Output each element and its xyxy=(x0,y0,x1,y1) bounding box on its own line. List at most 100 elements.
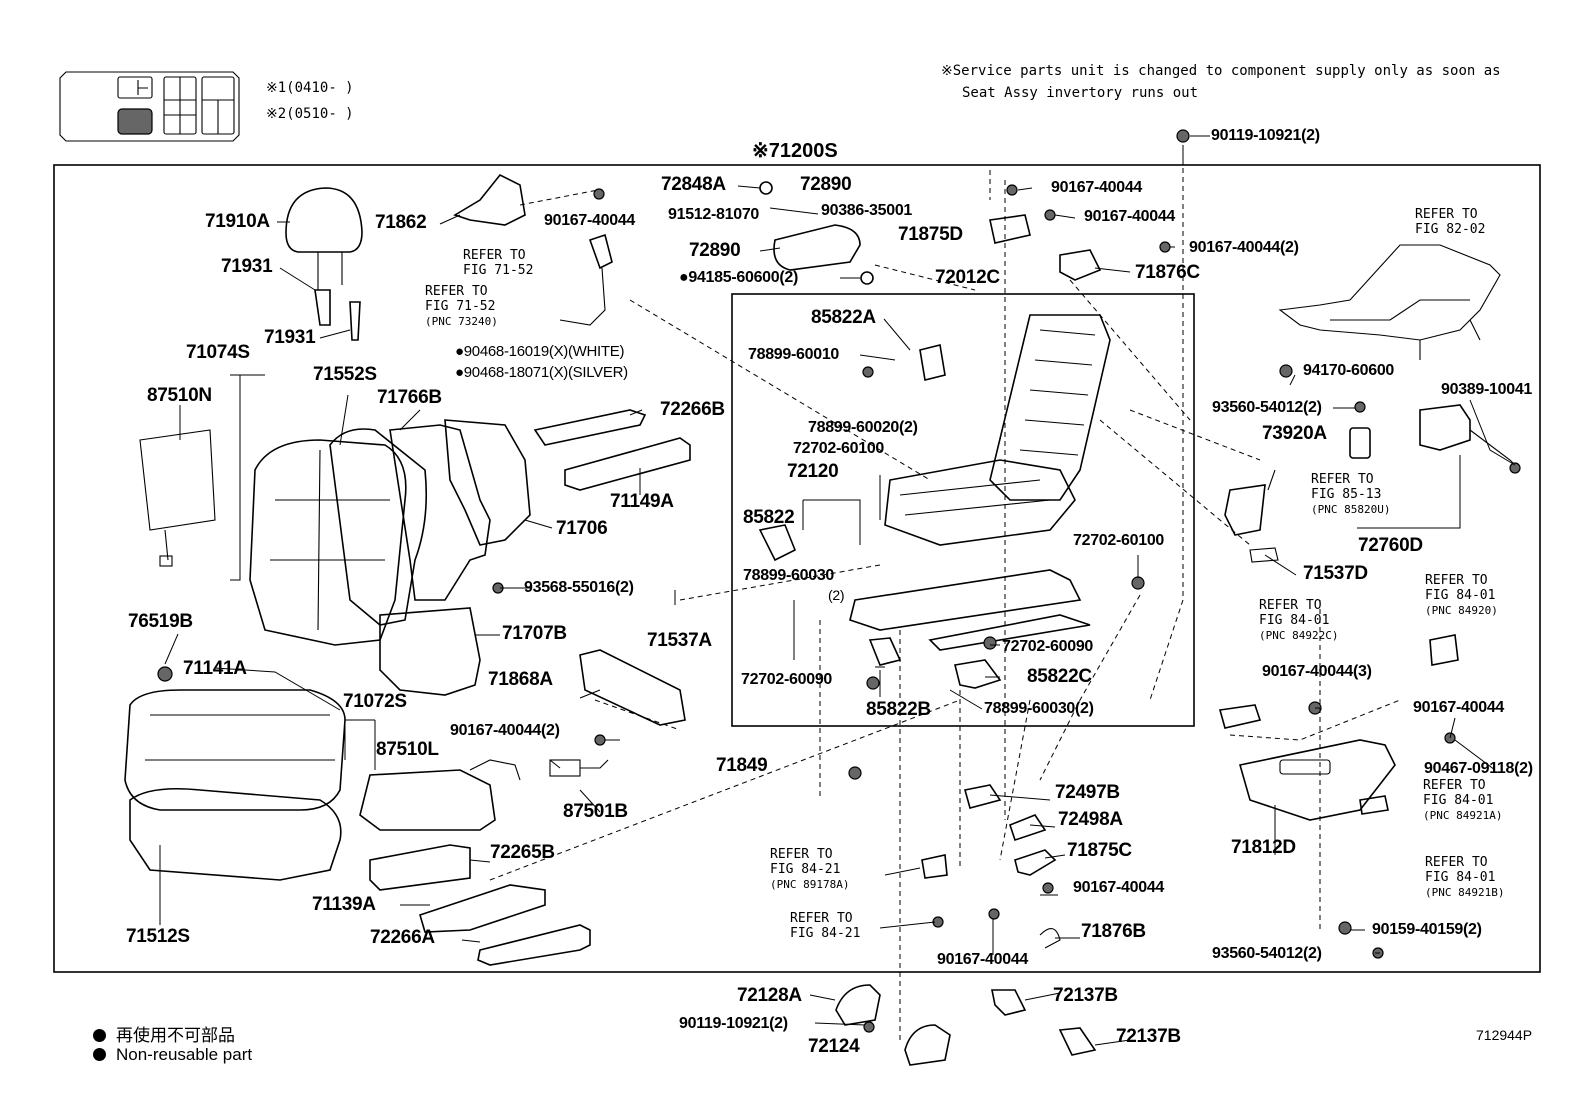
ref-head: REFER TO xyxy=(1423,778,1486,793)
part-label: 72012C xyxy=(935,267,1000,288)
part-label: 72890 xyxy=(689,240,741,261)
part-label: ●90468-16019(X)(WHITE) xyxy=(455,343,625,360)
part-label: 90167-40044(2) xyxy=(1189,239,1299,256)
part-label: 90167-40044 xyxy=(1413,699,1505,716)
part-label: 72266B xyxy=(660,399,725,420)
part-label: 90167-40044 xyxy=(544,212,636,229)
ref-fig: FIG 84-01 xyxy=(1425,870,1496,885)
part-label: 78899-60020(2) xyxy=(808,419,918,436)
variant-2-mark: ※2 xyxy=(266,106,287,122)
part-label: 90167-40044 xyxy=(937,951,1029,968)
ref-head: REFER TO xyxy=(425,284,488,299)
part-label: 71512S xyxy=(126,926,190,947)
leader-lines xyxy=(159,135,1516,1046)
part-label: 72497B xyxy=(1055,782,1120,803)
part-label: 71707B xyxy=(502,623,567,644)
part-label: 87501B xyxy=(563,801,628,822)
ref-fig: FIG 85-13 xyxy=(1311,487,1382,502)
part-label: 72702-60090 xyxy=(741,671,833,688)
part-label: 72702-60100 xyxy=(793,440,885,457)
seat-type-selector-box xyxy=(59,71,240,142)
part-label: 72265B xyxy=(490,842,555,863)
figure-reference: REFER TO FIG 84-01 (PNC 84921A) xyxy=(1423,778,1502,823)
diagram-id: 712944P xyxy=(1476,1027,1533,1043)
part-label: 71931 xyxy=(221,256,273,277)
part-label: 90167-40044(2) xyxy=(450,722,560,739)
ref-head: REFER TO xyxy=(1425,573,1488,588)
part-label: 71074S xyxy=(186,342,250,363)
part-label: 94170-60600 xyxy=(1303,362,1395,379)
ref-fig: FIG 84-01 xyxy=(1425,588,1496,603)
legend-japanese-text: 再使用不可部品 xyxy=(116,1026,235,1045)
part-label: 93560-54012(2) xyxy=(1212,399,1322,416)
heater-mat-back xyxy=(139,429,216,567)
part-label: 73920A xyxy=(1262,423,1327,444)
ref-pnc: (PNC 73240) xyxy=(425,315,498,328)
figure-reference: REFER TO FIG 84-21 (PNC 89178A) xyxy=(770,847,849,892)
part-label: ●90468-18071(X)(SILVER) xyxy=(455,364,628,381)
assembly-title: ※71200S xyxy=(752,140,838,162)
part-label: 90159-40159(2) xyxy=(1372,921,1482,938)
part-label: 71876C xyxy=(1135,262,1200,283)
part-label: 71766B xyxy=(377,387,442,408)
ref-head: REFER TO xyxy=(1425,855,1488,870)
ref-fig: FIG 84-21 xyxy=(770,862,841,877)
part-label: 91512-81070 xyxy=(668,206,760,223)
part-label: 71812D xyxy=(1231,837,1296,858)
part-label: 71149A xyxy=(610,491,674,512)
figure-reference: REFER TO FIG 71-52 (PNC 73240) xyxy=(425,284,498,329)
figure-reference: REFER TO FIG 85-13 (PNC 85820U) xyxy=(1311,472,1390,517)
ref-pnc: (PNC 84922C) xyxy=(1259,629,1339,642)
part-label: 90167-40044(3) xyxy=(1262,663,1372,680)
ref-pnc: (PNC 84920) xyxy=(1425,604,1498,617)
part-label: 72137B xyxy=(1116,1026,1181,1047)
figure-reference: REFER TO FIG 84-01 (PNC 84921B) xyxy=(1425,855,1504,900)
part-label: 90167-40044 xyxy=(1073,879,1165,896)
ref-head: REFER TO xyxy=(770,847,833,862)
part-label: 85822B xyxy=(866,699,931,720)
part-label: 71706 xyxy=(556,518,608,539)
headrest-shape xyxy=(285,187,363,290)
service-note-line1: ※Service parts unit is changed to compon… xyxy=(941,63,1501,79)
figure-reference: REFER TO FIG 84-01 (PNC 84920) xyxy=(1425,573,1498,618)
part-label: 71537A xyxy=(647,630,712,651)
ref-fig: FIG 82-02 xyxy=(1415,222,1486,237)
part-label: 85822 xyxy=(743,507,795,528)
variant-1-range: (0410- ) xyxy=(286,80,354,96)
part-label: 71552S xyxy=(313,364,377,385)
ref-head: REFER TO xyxy=(1259,598,1322,613)
part-label: 90119-10921(2) xyxy=(679,1015,788,1032)
ref-pnc: (PNC 85820U) xyxy=(1311,503,1391,516)
part-label: 72702-60090 xyxy=(1002,638,1094,655)
part-label: 90167-40044 xyxy=(1051,179,1143,196)
variant-2-range: (0510- ) xyxy=(286,106,354,122)
dashed-alignment-lines xyxy=(489,150,1401,1040)
ref-pnc: (PNC 89178A) xyxy=(770,878,850,891)
part-label: 76519B xyxy=(128,611,193,632)
part-label: 72702-60100 xyxy=(1073,532,1165,549)
part-label: 71862 xyxy=(375,212,427,233)
part-label: 90386-35001 xyxy=(821,202,913,219)
ref-fig: FIG 84-01 xyxy=(1423,793,1494,808)
part-label: 71931 xyxy=(264,327,316,348)
part-label: 71868A xyxy=(488,669,553,690)
part-label: 85822A xyxy=(811,307,876,328)
part-label: 78899-60030 xyxy=(743,567,835,584)
part-label: 78899-60030(2) xyxy=(984,700,1094,717)
part-label: 71875D xyxy=(898,224,963,245)
ref-head: REFER TO xyxy=(1415,207,1478,222)
non-reusable-dot-icon xyxy=(93,1029,106,1042)
part-label: 90119-10921(2) xyxy=(1211,127,1320,144)
part-label: 72266A xyxy=(370,927,435,948)
ref-pnc: (PNC 84921A) xyxy=(1423,809,1503,822)
part-label: 72760D xyxy=(1358,535,1423,556)
part-label: 90389-10041 xyxy=(1441,381,1533,398)
figure-reference: REFER TO FIG 84-01 (PNC 84922C) xyxy=(1259,598,1338,643)
part-label: 71139A xyxy=(312,894,376,915)
part-label: 87510L xyxy=(376,739,439,760)
ref-fig: FIG 71-52 xyxy=(425,299,496,314)
part-label: 72890 xyxy=(800,174,852,195)
ref-head: REFER TO xyxy=(790,911,853,926)
seat-frame xyxy=(884,314,1111,546)
